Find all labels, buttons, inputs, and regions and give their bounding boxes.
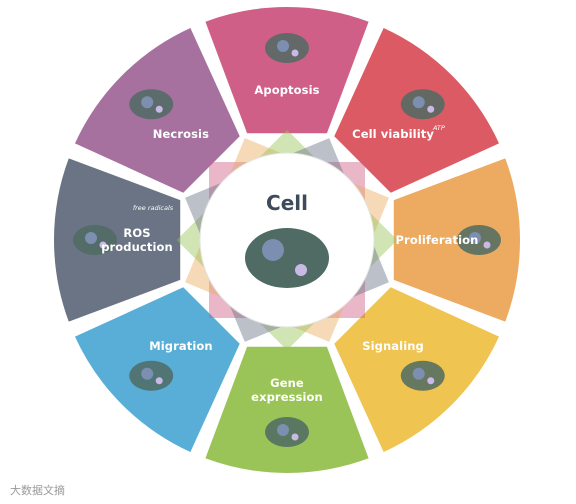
nucleus-icon-gene-expression <box>277 424 289 436</box>
label-line: ROS <box>123 226 150 240</box>
label-cell-viability: Cell viability <box>352 127 434 141</box>
segments-layer <box>53 6 520 473</box>
organelle-icon-migration <box>155 377 163 385</box>
nucleus-icon-necrosis <box>141 96 154 109</box>
organelle-icon-gene-expression <box>291 433 299 441</box>
center-cell-icon <box>245 228 329 288</box>
label-line: expression <box>251 390 323 404</box>
label-necrosis: Necrosis <box>153 127 209 141</box>
free-radicals-note: free radicals <box>133 204 174 212</box>
nucleus-icon-ros-production <box>85 232 97 244</box>
label-signaling: Signaling <box>362 339 424 353</box>
segment-gene-expression <box>205 346 369 473</box>
organelle-icon-ros-production <box>99 241 107 249</box>
center-cell-organelle <box>295 264 307 276</box>
organelle-icon-signaling <box>427 377 435 385</box>
segment-ros-production <box>53 158 181 322</box>
center-title: Cell <box>266 191 308 215</box>
segment-apoptosis <box>205 6 369 134</box>
organelle-icon-proliferation <box>483 241 491 249</box>
label-line: Migration <box>149 339 212 353</box>
label-proliferation: Proliferation <box>396 233 479 247</box>
label-line: Gene <box>270 376 304 390</box>
segment-proliferation <box>393 158 520 322</box>
label-line: production <box>101 240 173 254</box>
nucleus-icon-apoptosis <box>277 40 289 52</box>
organelle-icon-apoptosis <box>291 49 299 57</box>
nucleus-icon-cell-viability <box>412 96 425 109</box>
watermark-text: 大数据文摘 <box>10 484 65 497</box>
organelle-icon-cell-viability <box>427 105 435 113</box>
center-cell-nucleus <box>262 239 284 261</box>
label-migration: Migration <box>149 339 212 353</box>
label-line: Proliferation <box>396 233 479 247</box>
label-apoptosis: Apoptosis <box>254 83 319 97</box>
label-line: Signaling <box>362 339 424 353</box>
label-line: Apoptosis <box>254 83 319 97</box>
nucleus-icon-proliferation <box>469 232 481 244</box>
nucleus-icon-migration <box>141 367 154 380</box>
label-line: Cell viability <box>352 127 434 141</box>
nucleus-icon-signaling <box>412 367 425 380</box>
organelle-icon-necrosis <box>155 105 163 113</box>
atp-note: ATP <box>432 124 445 132</box>
label-line: Necrosis <box>153 127 209 141</box>
center-cell-body <box>245 228 329 288</box>
